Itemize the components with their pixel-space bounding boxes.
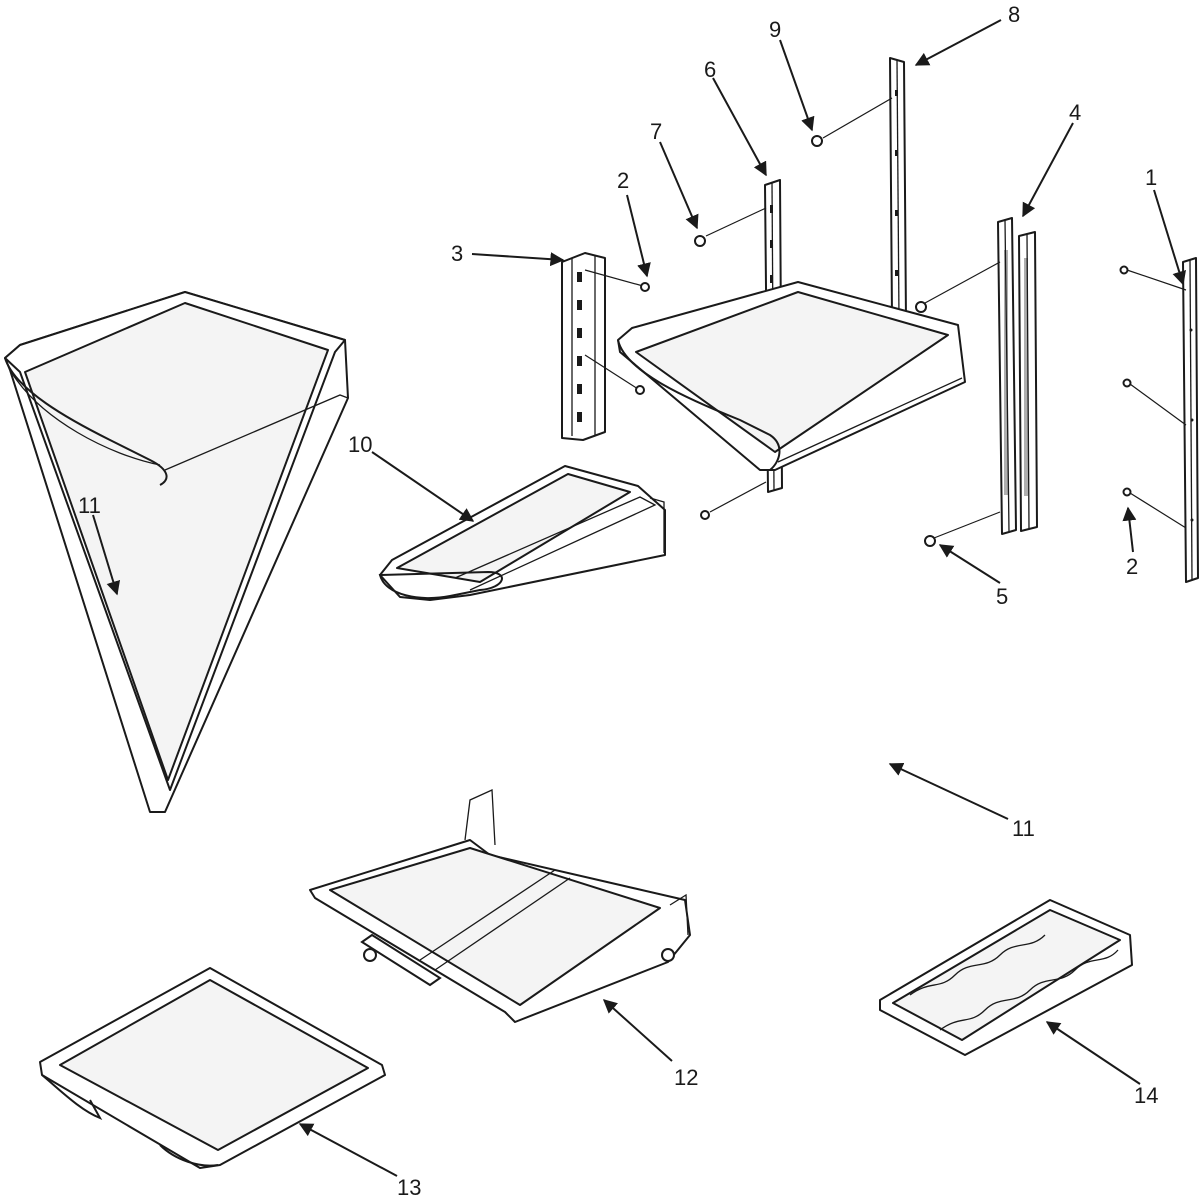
part-1-right-rail: [1182, 257, 1199, 583]
part-4-double-rail: [997, 217, 1038, 535]
callout-5: 5: [996, 584, 1008, 609]
callout-9: 9: [769, 17, 781, 42]
callout-10: 10: [348, 432, 372, 457]
callout-4: 4: [1069, 100, 1081, 125]
part-10-small-bin: [378, 465, 666, 601]
part-11-right-shelf: [617, 281, 966, 471]
part-13-flat-shelf: [39, 967, 386, 1169]
part-4-slots: [1004, 250, 1028, 496]
callout-labels: 1 2 2 3 4 5 6 7 8 9 10 11 11 12 13 14: [78, 2, 1158, 1197]
part-2-screws-upper: [584, 269, 650, 395]
part-8-tall-rail: [889, 57, 907, 323]
callout-6: 6: [704, 57, 716, 82]
callout-2-upper: 2: [617, 168, 629, 193]
callout-leaders: [92, 19, 1186, 1177]
part-5-screws: [915, 261, 1001, 547]
part-3-short-rail: [561, 252, 606, 441]
part-7-screws: [694, 207, 767, 520]
callout-3: 3: [451, 241, 463, 266]
callout-7: 7: [650, 119, 662, 144]
part-12-crisper-frame: [309, 789, 691, 1023]
callout-12: 12: [674, 1065, 698, 1090]
callout-2-lower: 2: [1126, 554, 1138, 579]
callout-11-left: 11: [78, 493, 101, 518]
part-11-left-shelf: [4, 291, 349, 813]
callout-11-right: 11: [1012, 816, 1035, 841]
callout-8: 8: [1008, 2, 1020, 27]
part-2-screws-lower: [1119, 265, 1187, 529]
part-14-tray: [879, 899, 1133, 1056]
callout-14: 14: [1134, 1083, 1158, 1108]
callout-13: 13: [397, 1175, 421, 1197]
callout-1: 1: [1145, 165, 1157, 190]
